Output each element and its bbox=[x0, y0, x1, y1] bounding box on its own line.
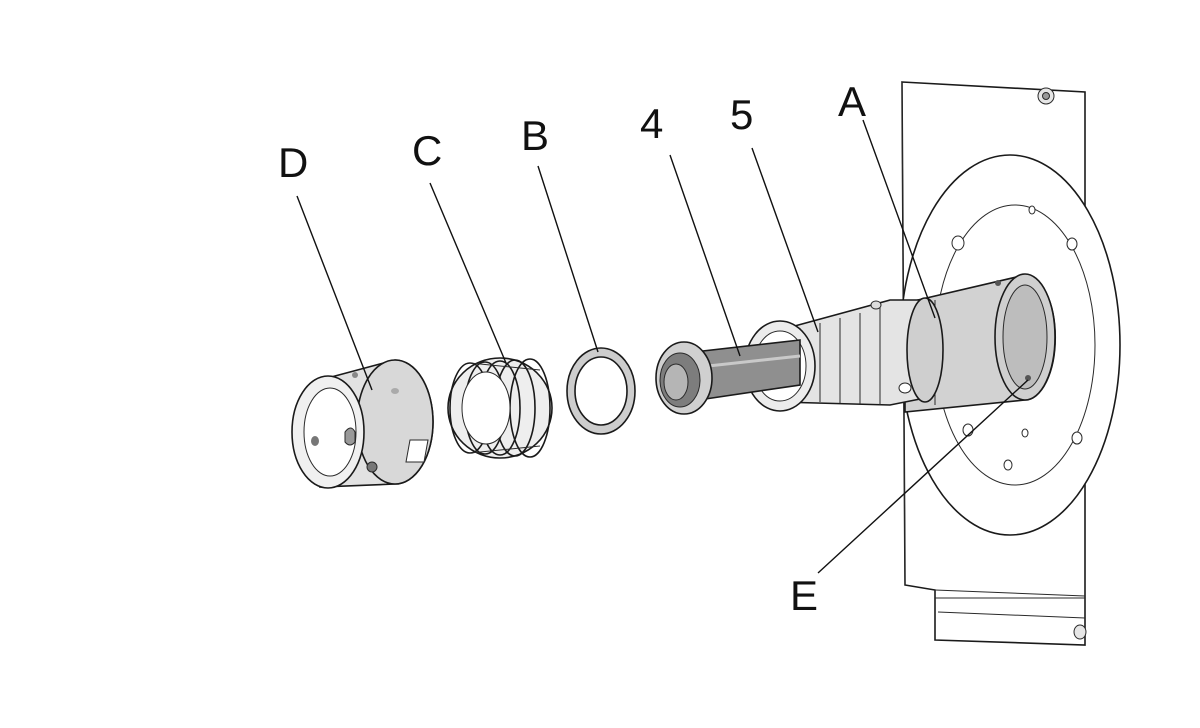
leader-d bbox=[296, 195, 373, 391]
part-d-cap bbox=[291, 359, 434, 489]
leader-lines bbox=[296, 119, 1029, 574]
part-b-washer bbox=[566, 347, 636, 435]
part-4-shaft bbox=[655, 339, 801, 415]
leader-5 bbox=[751, 147, 819, 333]
label-e: E bbox=[790, 572, 818, 619]
leader-e bbox=[817, 379, 1029, 574]
leader-c bbox=[429, 182, 507, 364]
part-c-spring bbox=[447, 357, 553, 459]
label-4: 4 bbox=[640, 100, 663, 147]
label-d: D bbox=[278, 139, 308, 186]
callout-labels: D C B 4 5 A E bbox=[278, 78, 866, 619]
part-a-sleeve bbox=[904, 273, 1057, 413]
label-b: B bbox=[521, 112, 549, 159]
leader-4 bbox=[669, 154, 741, 357]
label-5: 5 bbox=[730, 91, 753, 138]
leader-b bbox=[537, 165, 599, 353]
label-c: C bbox=[412, 127, 442, 174]
label-a: A bbox=[838, 78, 866, 125]
leader-a bbox=[862, 119, 936, 319]
